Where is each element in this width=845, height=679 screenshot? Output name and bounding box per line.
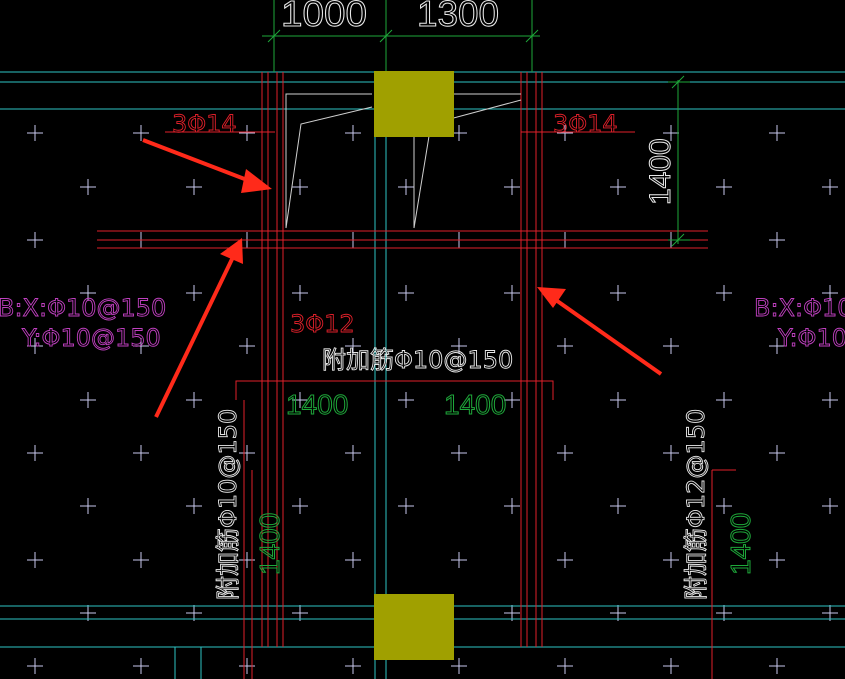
right-vertical-note: 附加筋Φ12@150	[682, 409, 710, 600]
right-vertical-dim: 1400	[644, 138, 677, 205]
annotation-arrows	[142, 138, 663, 418]
left-vertical-note: 附加筋Φ10@150	[214, 409, 242, 600]
arrow-top-left	[142, 138, 272, 193]
slab-left-b: B:X:Φ10@150	[0, 294, 166, 322]
green-dimension-lines	[262, 0, 690, 247]
column-bottom[interactable]	[374, 594, 454, 660]
rebar-label-mid: 3Φ12	[290, 310, 355, 338]
column-top[interactable]	[374, 71, 454, 137]
dim-h-right: 1400	[444, 389, 506, 420]
slab-right-b: B:X:Φ10	[754, 294, 845, 322]
arrow-right	[537, 287, 663, 376]
slab-right-y: Y:Φ10	[777, 324, 845, 352]
top-dim-left: 1000	[281, 0, 367, 34]
left-vertical-dim: 1400	[254, 513, 285, 575]
grid-markers	[27, 125, 838, 674]
red-rebar-lines	[97, 72, 736, 679]
rebar-label-left: 3Φ14	[172, 110, 237, 138]
cyan-beam-lines	[0, 71, 845, 679]
dim-h-left: 1400	[286, 389, 348, 420]
center-note: 附加筋Φ10@150	[322, 346, 513, 374]
slab-left-y: Y:Φ10@150	[21, 324, 161, 352]
top-dim-right: 1300	[417, 0, 499, 34]
arrow-bottom-left	[154, 238, 243, 418]
rebar-label-right: 3Φ14	[553, 110, 618, 138]
right-vertical-dim: 1400	[725, 513, 756, 575]
